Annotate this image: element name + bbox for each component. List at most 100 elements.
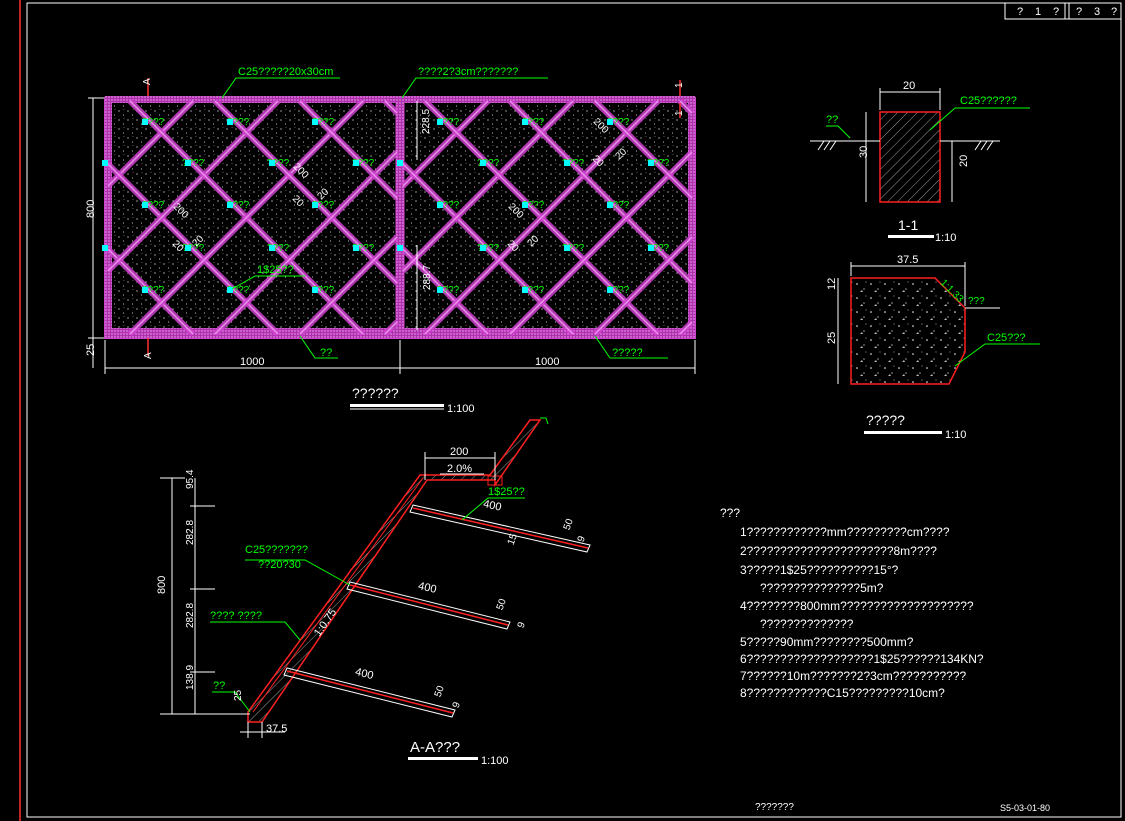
callout-leader-bottom-right xyxy=(594,335,668,359)
cell-label: ???? xyxy=(437,117,460,128)
slope-body xyxy=(247,419,542,723)
section-mark-1-bottom: 1 xyxy=(674,110,685,116)
cell-label: ???? xyxy=(437,285,460,296)
anchor-node xyxy=(480,160,486,166)
header-cell-3: ? xyxy=(1053,6,1059,18)
beam-section-scale: 1:10 xyxy=(945,429,966,441)
anchor-node xyxy=(142,202,148,208)
anchor-node xyxy=(522,287,528,293)
header-cell-6: ? xyxy=(1111,6,1117,18)
lattice-right xyxy=(400,98,695,337)
note-line-6: ?????????????? xyxy=(760,617,854,631)
cell-label: ???? xyxy=(647,158,670,169)
cell-label: ???? xyxy=(437,200,460,211)
anchor-node xyxy=(397,245,403,251)
anchor-1-15: 15 xyxy=(506,532,520,547)
anchor-1-50: 50 xyxy=(562,517,576,532)
footer-left-label: ??????? xyxy=(755,802,794,813)
callout-leader-bottom-left xyxy=(299,335,338,359)
section-1-1: 20 30 20 C25?????? ?? 1-1 1:10 xyxy=(810,80,1030,244)
callout-bottom-right: ????? xyxy=(612,347,643,359)
cell-label: ???? xyxy=(227,285,250,296)
anchor-bar-3-body xyxy=(283,667,456,718)
cell-label: ???? xyxy=(562,243,585,254)
lattice-beam-core xyxy=(214,100,398,284)
lattice-beam-core xyxy=(299,100,398,199)
lattice-beam-core xyxy=(509,100,693,284)
lattice-beam-core xyxy=(594,236,693,335)
anchor-node xyxy=(353,160,359,166)
anchor-node xyxy=(269,160,275,166)
anchor-node xyxy=(437,287,443,293)
beam-section-title: ????? xyxy=(866,412,905,428)
aa-ground-callout-leader xyxy=(212,691,251,713)
lattice-beam-core xyxy=(107,163,279,335)
aa-anchor-callout-leader xyxy=(461,497,525,521)
slope-top-cap xyxy=(540,417,549,425)
cell-label: ???? xyxy=(267,158,290,169)
dim-width-right: 1000 xyxy=(535,356,559,368)
cell-label: ???? xyxy=(607,200,630,211)
note-line-3: 3?????1$25??????????15°? xyxy=(740,563,899,577)
section-1-1-title: 1-1 xyxy=(898,217,918,233)
bottom-beam xyxy=(105,328,695,338)
lattice-beam-core xyxy=(402,163,574,335)
notes-block: ??? 1????????????mm?????????cm???? 2????… xyxy=(720,506,984,700)
anchor-bar-1-body xyxy=(409,504,591,553)
aa-seg-282a: 282.8 xyxy=(185,520,196,545)
callout-leader-top-left xyxy=(221,77,340,99)
section-1-1-ground-hatch-left xyxy=(817,140,837,151)
callout-beam-spec: C25?????20x30cm xyxy=(238,66,333,78)
header-cell-5: 3 xyxy=(1094,6,1100,18)
anchor-node xyxy=(607,287,613,293)
anchor-node xyxy=(522,119,528,125)
callout-bottom-left: ?? xyxy=(320,347,332,359)
anchor-node xyxy=(312,119,318,125)
lattice-beam-core xyxy=(214,151,398,335)
section-mark-a-bottom: A xyxy=(143,352,154,359)
anchor-node xyxy=(607,119,613,125)
section-1-1-title-underline xyxy=(888,235,934,238)
header-cell-1: ? xyxy=(1017,6,1023,18)
note-line-1: 1????????????mm?????????cm???? xyxy=(740,525,950,539)
aa-base-25: 25 xyxy=(233,689,244,701)
cell-label: ???? xyxy=(267,243,290,254)
section-1-1-dim-top: 20 xyxy=(903,80,915,92)
lattice-beam-core xyxy=(107,100,194,187)
cell-label: ???? xyxy=(352,158,375,169)
anchor-bar-1-rebar xyxy=(412,507,589,549)
aa-scale: 1:100 xyxy=(481,755,509,767)
anchor-node xyxy=(480,245,486,251)
dim-base: 25 xyxy=(85,344,97,356)
section-1-1-ground-leader xyxy=(826,125,851,139)
aa-callout-beam-l2: ??20?30 xyxy=(258,559,301,571)
lattice-beam-core xyxy=(129,100,364,335)
left-beam xyxy=(105,98,112,338)
cell-label: ???? xyxy=(142,200,165,211)
lattice-beam-core xyxy=(402,100,489,187)
note-line-5: 4????????800mm???????????????????? xyxy=(740,599,974,613)
aa-height-total: 800 xyxy=(156,576,168,594)
section-1-1-callout-material: C25?????? xyxy=(960,95,1017,107)
beam-dim-top: 37.5 xyxy=(897,254,918,266)
section-1-1-callout-ground: ?? xyxy=(826,114,838,126)
anchor-2-9: 9 xyxy=(516,620,528,629)
aa-seg-95: 95.4 xyxy=(185,469,196,489)
anchor-node xyxy=(185,160,191,166)
lattice-beam-core xyxy=(384,321,398,335)
lattice-beam-core xyxy=(679,321,693,335)
aa-callout-fill: ???? ???? xyxy=(210,610,262,622)
aa-top-slope: 2.0% xyxy=(447,463,472,475)
anchor-bar-1 xyxy=(409,504,591,553)
anchor-node xyxy=(522,202,528,208)
anchor-node xyxy=(437,202,443,208)
note-line-8: 6???????????????????1$25??????134KN? xyxy=(740,652,984,666)
cell-label: ???? xyxy=(522,285,545,296)
note-line-9: 7??????10m???????2?3cm??????????? xyxy=(740,669,967,683)
section-1-1-callout-leader xyxy=(929,107,1030,131)
anchor-node xyxy=(353,245,359,251)
elevation-scale: 1:100 xyxy=(447,403,475,415)
cell-label: ???? xyxy=(312,117,335,128)
cell-label: ???? xyxy=(352,243,375,254)
